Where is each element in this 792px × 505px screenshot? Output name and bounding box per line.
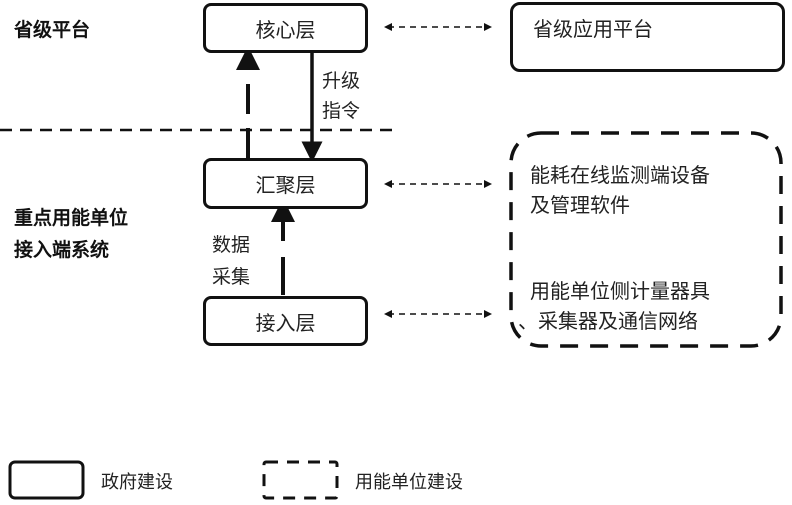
legend-solid-box <box>8 460 85 500</box>
section-label-unit-line2: 接入端系统 <box>14 239 110 261</box>
legend-government-label: 政府建设 <box>101 472 173 493</box>
data-label-line1: 数据 <box>212 234 251 256</box>
core-layer-label: 核心层 <box>255 17 316 42</box>
aggregation-layer-label: 汇聚层 <box>255 173 316 197</box>
section-label-provincial: 省级平台 <box>14 19 91 41</box>
monitoring-text-line2: 及管理软件 <box>530 193 630 217</box>
legend-unit-label: 用能单位建设 <box>355 472 463 493</box>
metering-text-line1: 用能单位侧计量器具 <box>530 279 710 303</box>
metering-text-line2: 、采集器及通信网络 <box>518 309 698 333</box>
legend-dashed-box <box>262 460 339 500</box>
section-label-unit-line1: 重点用能单位 <box>14 207 129 229</box>
monitoring-text-line1: 能耗在线监测端设备 <box>530 163 710 187</box>
unit-built-dashed-box <box>509 131 783 348</box>
data-label-line2: 采集 <box>212 266 251 288</box>
provincial-app-label: 省级应用平台 <box>533 17 653 41</box>
provincial-app-box[interactable]: 省级应用平台 <box>510 2 785 72</box>
aggregation-layer-box[interactable]: 汇聚层 <box>203 158 368 209</box>
access-layer-label: 接入层 <box>255 310 316 335</box>
core-layer-box[interactable]: 核心层 <box>203 3 368 53</box>
upgrade-label-line2: 指令 <box>322 100 361 122</box>
upgrade-label-line1: 升级 <box>322 70 361 92</box>
access-layer-box[interactable]: 接入层 <box>203 296 368 346</box>
